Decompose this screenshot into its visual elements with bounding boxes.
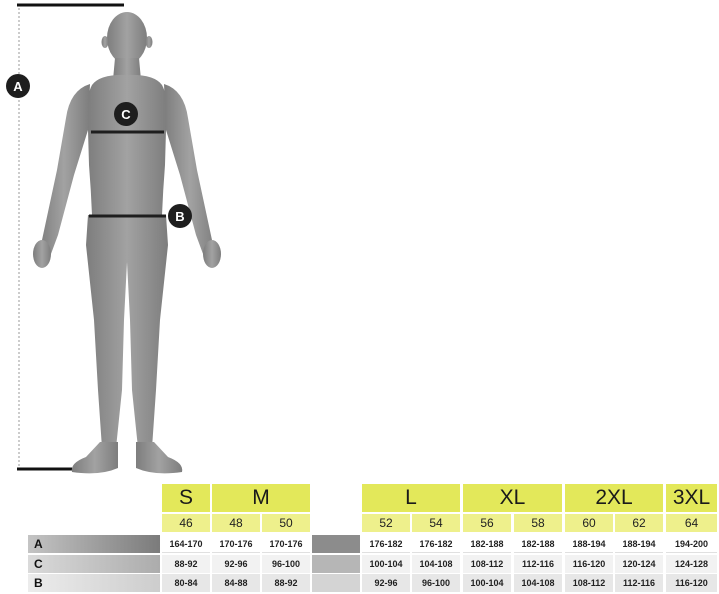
row-label-c: C	[28, 555, 160, 573]
size-header-3xl: 3XL	[666, 484, 717, 512]
row-a-value: 188-194	[615, 535, 663, 553]
eu-size-48: 48	[212, 514, 260, 532]
row-b-value: 108-112	[565, 574, 613, 592]
row-c-value: 88-92	[162, 555, 210, 573]
row-b-value: 96-100	[412, 574, 460, 592]
row-c-value: 104-108	[412, 555, 460, 573]
row-b-value: 84-88	[212, 574, 260, 592]
row-a-value: 170-176	[262, 535, 310, 553]
row-b-value: 112-116	[615, 574, 663, 592]
size-header-m: M	[212, 484, 310, 512]
row-c-spacer	[312, 555, 360, 573]
human-silhouette	[33, 12, 221, 474]
row-b-value: 100-104	[463, 574, 511, 592]
row-c-value: 116-120	[565, 555, 613, 573]
row-c-value: 124-128	[666, 555, 717, 573]
size-header-l: L	[362, 484, 460, 512]
row-b-value: 80-84	[162, 574, 210, 592]
row-c-value: 96-100	[262, 555, 310, 573]
row-a-value: 176-182	[412, 535, 460, 553]
row-c-value: 120-124	[615, 555, 663, 573]
row-c-value: 100-104	[362, 555, 410, 573]
body-measurement-figure: A C B	[6, 3, 221, 474]
size-header-2xl: 2XL	[565, 484, 663, 512]
row-a-value: 164-170	[162, 535, 210, 553]
marker-b: B	[168, 204, 192, 228]
eu-size-54: 54	[412, 514, 460, 532]
row-a-spacer	[312, 535, 360, 553]
row-a-value: 182-188	[514, 535, 562, 553]
eu-size-56: 56	[463, 514, 511, 532]
row-b-value: 92-96	[362, 574, 410, 592]
marker-a: A	[6, 74, 30, 98]
eu-size-50: 50	[262, 514, 310, 532]
row-label-b: B	[28, 574, 160, 592]
eu-size-58: 58	[514, 514, 562, 532]
eu-size-64: 64	[666, 514, 717, 532]
row-c-value: 108-112	[463, 555, 511, 573]
row-a-value: 170-176	[212, 535, 260, 553]
eu-size-52: 52	[362, 514, 410, 532]
marker-a-label: A	[13, 79, 23, 94]
size-header-s: S	[162, 484, 210, 512]
marker-c: C	[114, 102, 138, 126]
eu-size-46: 46	[162, 514, 210, 532]
size-header-xl: XL	[463, 484, 562, 512]
row-a-value: 188-194	[565, 535, 613, 553]
row-a-value: 194-200	[666, 535, 717, 553]
row-b-spacer	[312, 574, 360, 592]
row-a-value: 182-188	[463, 535, 511, 553]
row-label-a: A	[28, 535, 160, 553]
row-c-value: 112-116	[514, 555, 562, 573]
row-b-value: 116-120	[666, 574, 717, 592]
row-c-value: 92-96	[212, 555, 260, 573]
row-a-value: 176-182	[362, 535, 410, 553]
marker-b-label: B	[175, 209, 184, 224]
row-b-value: 104-108	[514, 574, 562, 592]
row-b-value: 88-92	[262, 574, 310, 592]
eu-size-62: 62	[615, 514, 663, 532]
eu-size-60: 60	[565, 514, 613, 532]
marker-c-label: C	[121, 107, 131, 122]
